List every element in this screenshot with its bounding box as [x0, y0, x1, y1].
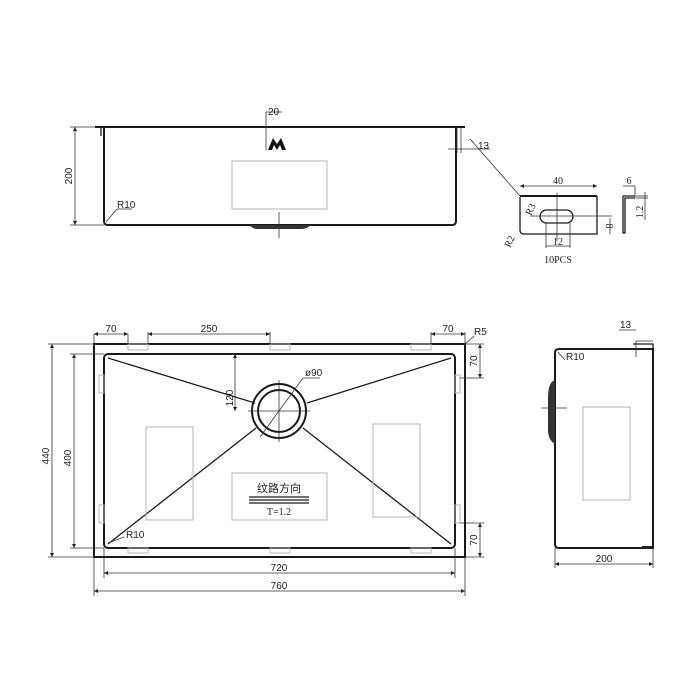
inner-width-label: 720	[271, 563, 288, 574]
bracket-quantity-label: 10PCS	[544, 255, 572, 266]
drain-offset-label: 120	[225, 389, 236, 406]
bracket-detail: 40 R3 R2 12 8 10PCS 6 1.2	[503, 176, 648, 266]
side-bottom-spacing-label: 70	[469, 534, 480, 546]
bracket-slot-radius-label: R3	[524, 202, 539, 217]
inner-height-label: 400	[63, 449, 74, 466]
faucet-icon	[268, 138, 286, 150]
bracket-leader	[469, 138, 521, 197]
plan-view: ø90 120 纹路方向 T=1.2 R10 70 250 70 R5	[41, 324, 487, 596]
bracket-slot-width-label: 12	[553, 237, 563, 248]
front-label-plate	[231, 160, 328, 210]
bracket-slot	[539, 209, 574, 224]
front-corner-radius-label: R10	[117, 200, 136, 211]
outer-height-label: 440	[41, 447, 52, 464]
plan-left-plate	[145, 426, 194, 521]
side-corner-radius-label: R10	[566, 352, 585, 363]
side-label-plate	[582, 406, 631, 501]
outer-width-label: 760	[271, 581, 288, 592]
bracket-side-profile	[622, 195, 635, 234]
plan-outer-rim	[93, 343, 466, 558]
front-flange-label: 13	[478, 141, 490, 152]
side-body	[554, 348, 654, 549]
bracket-width-label: 40	[553, 176, 563, 187]
bracket-side-width-label: 6	[627, 176, 632, 187]
plan-right-plate	[372, 423, 421, 518]
outer-corner-radius-label: R5	[474, 327, 487, 338]
side-depth-label: 200	[596, 554, 613, 565]
bracket-spacing-right-label: 70	[442, 324, 454, 335]
side-flange-label: 13	[620, 320, 632, 331]
front-drain	[250, 225, 310, 229]
side-view: 13 R10 200	[541, 320, 654, 568]
drain-diameter-label: ø90	[305, 368, 323, 379]
bracket-corner-radius-label: R2	[503, 234, 518, 249]
bracket-spacing-mid-label: 250	[201, 324, 218, 335]
faucet-offset-label: 20	[268, 107, 280, 118]
grain-direction-label: 纹路方向	[257, 481, 301, 495]
side-drain	[548, 380, 555, 444]
bracket-spacing-left-label: 70	[105, 324, 117, 335]
front-view: 200 20 R10 13	[64, 107, 521, 238]
plan-thickness-label: T=1.2	[267, 507, 291, 518]
bracket-slot-height-label: 8	[603, 224, 614, 229]
plan-inner-corner-radius-label: R10	[126, 530, 145, 541]
bracket-thickness-label: 1.2	[635, 206, 646, 219]
grain-direction-plate	[231, 472, 328, 521]
side-top-spacing-label: 70	[469, 355, 480, 367]
front-height-label: 200	[64, 167, 75, 184]
clip-left	[95, 126, 102, 136]
